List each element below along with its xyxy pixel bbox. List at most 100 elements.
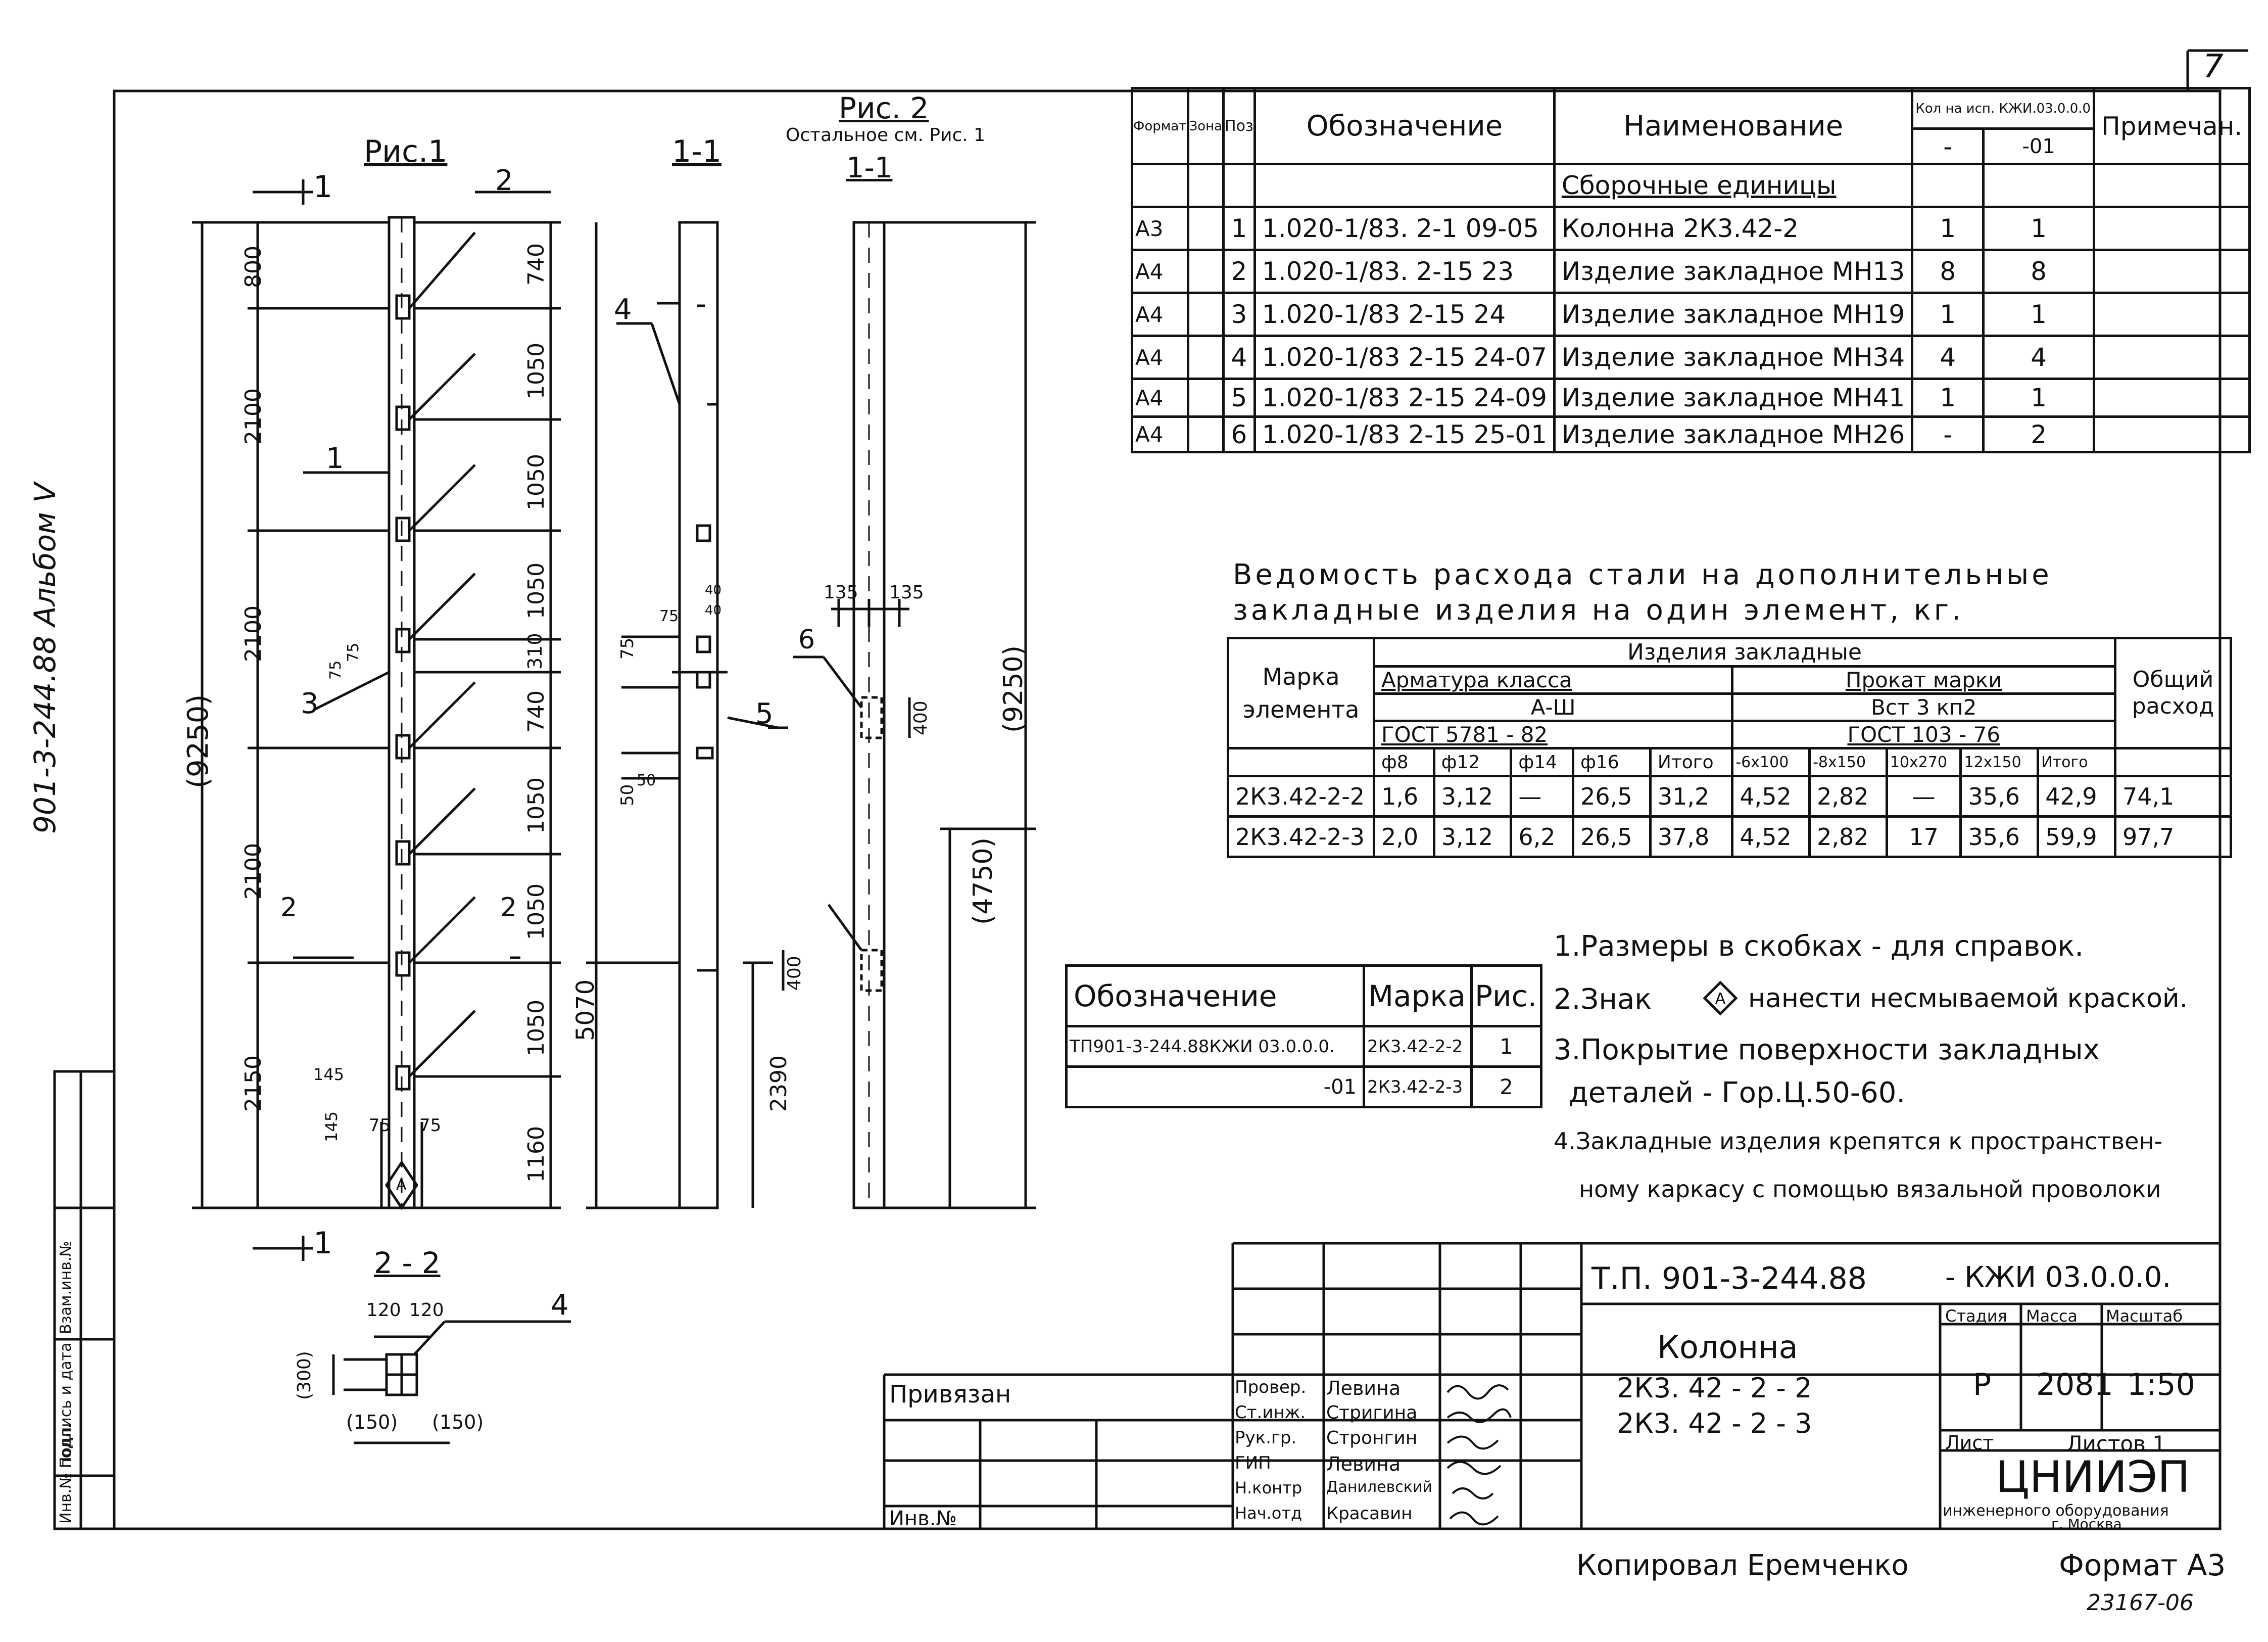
spec-row: А3 1 1.020-1/83. 2-1 09-05 Колонна 2К3.4… [1131, 206, 2251, 251]
fig1-title: Рис.1 [364, 134, 448, 169]
title-mass: 2081 [2036, 1367, 2113, 1402]
steel-col: -8x150 [1808, 747, 1888, 777]
steel-h-mark: Марка элемента [1227, 637, 1375, 749]
note-3b: деталей - Гор.Ц.50-60. [1569, 1076, 1906, 1109]
spec-h-qty-a: - [1911, 127, 1985, 165]
sec11-dim: 75 [659, 607, 679, 625]
spec-cell: А4 [1131, 249, 1189, 294]
spec-cell: 1 [1222, 206, 1256, 251]
sec11-dim: 40 [705, 583, 722, 598]
spec-cell: 1.020-1/83 2-15 24-09 [1253, 378, 1556, 418]
fig1-left-dim: 2150 [240, 1055, 266, 1112]
spec-h-qty: Кол на исп. КЖИ.03.0.0.0 [1911, 87, 2096, 130]
fig1-small-dim: 145 [313, 1065, 345, 1084]
fig1-callout: 1 [326, 442, 344, 475]
steel-h-armature-class: А-Ш [1372, 692, 1734, 722]
marks-cell: 2К3.42-2-2 [1362, 1025, 1473, 1068]
steel-cell: 17 [1885, 815, 1962, 858]
title-role-name: Левина [1326, 1453, 1401, 1475]
fig1-right-dim: 1050 [523, 562, 549, 619]
title-privyazan: Привязан [889, 1380, 1011, 1409]
format-label: Формат А3 [2059, 1548, 2226, 1582]
title-stage-h: Стадия [1945, 1306, 2007, 1326]
steel-cell: 2,0 [1373, 815, 1435, 858]
fig2-subtitle: Остальное см. Рис. 1 [786, 125, 986, 146]
spec-cell: 1.020-1/83 2-15 25-01 [1253, 415, 1556, 453]
spec-cell: Изделие закладное МН26 [1553, 415, 1914, 453]
spec-cell: 8 [1982, 249, 2096, 294]
steel-cell: 26,5 [1572, 775, 1652, 818]
fig2-section: 1-1 [846, 152, 893, 184]
steel-cell: 4,52 [1731, 775, 1811, 818]
marks-cell: -01 [1065, 1065, 1365, 1108]
spec-cell: А4 [1131, 335, 1189, 380]
steel-cell: 1,6 [1373, 775, 1435, 818]
steel-h-prokat: Прокат марки [1731, 665, 2116, 695]
spec-h-designation: Обозначение [1253, 87, 1556, 165]
title-object: Колонна [1657, 1329, 1798, 1366]
steel-title-1: Ведомость расхода стали на дополнительны… [1233, 558, 2052, 591]
sec11-height2: 2390 [766, 1055, 792, 1112]
title-role-name: Данилевский [1326, 1478, 1432, 1496]
title-role-name: Стронгин [1326, 1428, 1418, 1448]
spec-cell: 2 [1982, 415, 2096, 453]
steel-cell: 37,8 [1649, 815, 1734, 858]
sec11-title: 1-1 [672, 134, 721, 169]
fig2-dim-left: 135 [824, 582, 858, 603]
fig1-small-dim: 75 [369, 1115, 391, 1136]
marks-cell: 2К3.42-2-3 [1362, 1065, 1473, 1108]
title-object-mark: 2К3. 42 - 2 - 3 [1617, 1408, 1812, 1439]
spec-cell: 1.020-1/83. 2-1 09-05 [1253, 206, 1556, 251]
fig1-overall-dim: (9250) [182, 694, 215, 788]
steel-cell: 2,82 [1808, 775, 1888, 818]
steel-cell: 2К3.42-2-3 [1227, 815, 1375, 858]
side-stamp-replace: Взам.инв.№ [57, 1241, 75, 1334]
fig2-title: Рис. 2 [839, 91, 929, 125]
spec-cell: 1 [1911, 292, 1985, 337]
spec-cell: 1.020-1/83 2-15 24-07 [1253, 335, 1556, 380]
fig2-dim400a: 400 [910, 700, 931, 735]
spec-cell: - [1911, 415, 1985, 453]
fig1-right-dim: 1160 [523, 1126, 549, 1183]
steel-cell: 74,1 [2114, 775, 2232, 818]
steel-cell: 31,2 [1649, 775, 1734, 818]
spec-row: А4 2 1.020-1/83. 2-15 23 Изделие закладн… [1131, 249, 2251, 294]
steel-cell: 3,12 [1432, 815, 1513, 858]
sec22-title: 2 - 2 [374, 1246, 441, 1280]
fig1-small-dim: 75 [327, 660, 345, 680]
fig1-callout: 2 [500, 893, 517, 923]
sec11-dim: 50 [637, 772, 656, 789]
spec-cell: 4 [1911, 335, 1985, 380]
spec-cell: 1 [1911, 206, 1985, 251]
title-scale-h: Масштаб [2106, 1306, 2183, 1326]
title-mass-h: Масса [2026, 1306, 2078, 1326]
spec-row: А4 6 1.020-1/83 2-15 25-01 Изделие закла… [1131, 415, 2251, 453]
note-2b: нанести несмываемой краской. [1748, 983, 2188, 1014]
fig1-callout: 2 [280, 893, 298, 923]
steel-cell: — [1885, 775, 1962, 818]
spec-cell: А4 [1131, 378, 1189, 418]
steel-col: 12x150 [1959, 747, 2040, 777]
sec11-dim: 50 [617, 784, 638, 806]
note-2a: 2.Знак [1554, 983, 1652, 1016]
copied-by: Копировал Еремченко [1576, 1549, 1909, 1582]
title-org: ЦНИИЭП [1996, 1452, 2190, 1503]
title-role-name: Красавин [1326, 1504, 1413, 1524]
steel-col: ф8 [1373, 747, 1435, 777]
steel-h-items: Изделия закладные [1373, 637, 2116, 668]
steel-cell: 6,2 [1510, 815, 1575, 858]
fig1-right-dim: 740 [523, 243, 549, 286]
side-stamp-sign: Подпись и дата [57, 1342, 75, 1469]
steel-cell: 59,9 [2037, 815, 2116, 858]
fig2-overall: (9250) [998, 645, 1029, 733]
fig1-marker-a: А [396, 1176, 407, 1194]
note-4a: 4.Закладные изделия крепятся к пространс… [1554, 1128, 2163, 1155]
archive-number: 23167-06 [2087, 1590, 2194, 1616]
spec-h-name: Наименование [1553, 87, 1914, 165]
title-role-name: Левина [1326, 1377, 1401, 1399]
signatures [1446, 1384, 1512, 1526]
spec-cell: 1 [1982, 378, 2096, 418]
spec-cell: 1 [1982, 292, 2096, 337]
fig1-right-dim: 1050 [523, 343, 549, 399]
